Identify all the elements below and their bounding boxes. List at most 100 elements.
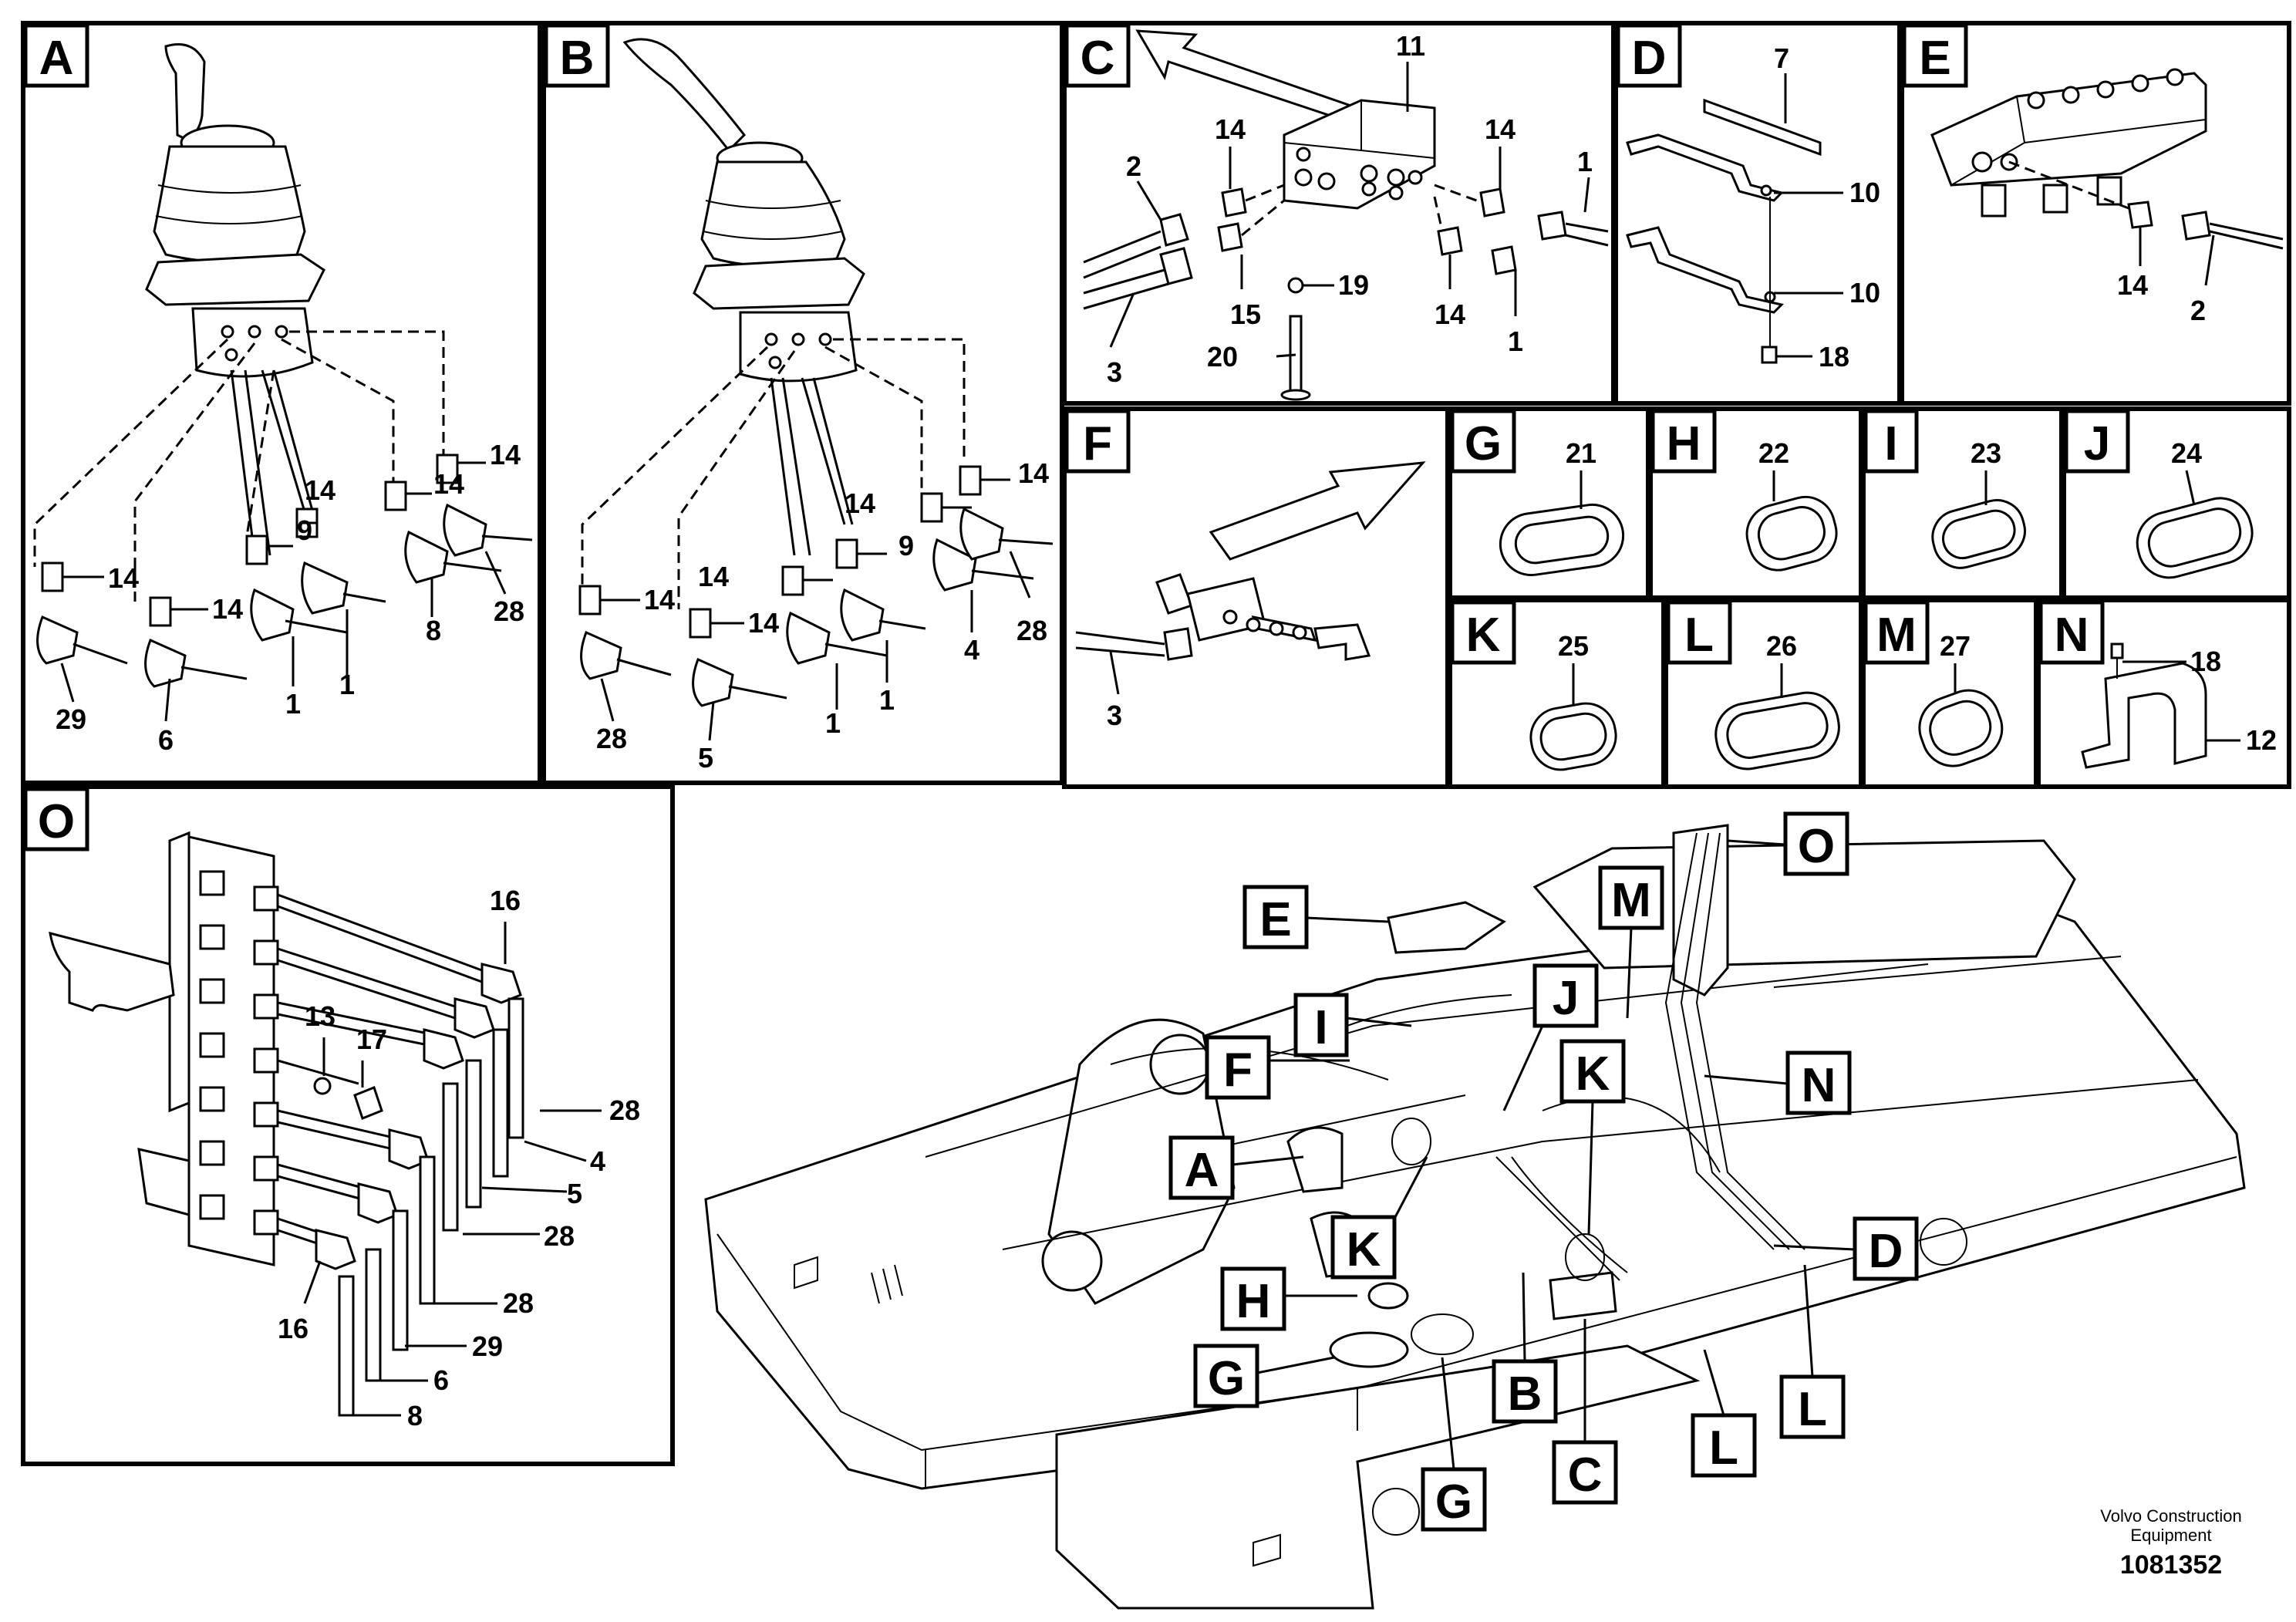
panel-b-drawing bbox=[578, 38, 1054, 707]
svg-text:K: K bbox=[1347, 1223, 1381, 1276]
svg-text:25: 25 bbox=[1558, 630, 1589, 662]
panel-tag-h: H bbox=[1650, 409, 1717, 474]
panel-b-callouts: 14 14 14 14 9 14 28 5 1 1 4 28 bbox=[596, 457, 1049, 774]
svg-text:E: E bbox=[1259, 893, 1291, 946]
svg-text:19: 19 bbox=[1338, 269, 1369, 301]
svg-text:14: 14 bbox=[748, 607, 779, 639]
panel-tag-n: N bbox=[2038, 600, 2105, 665]
overview-label-g2: G bbox=[1421, 1357, 1487, 1532]
overview-label-j: J bbox=[1502, 963, 1599, 1111]
overview-label-i: I bbox=[1293, 993, 1412, 1057]
overview-label-d: D bbox=[1773, 1216, 1919, 1281]
svg-text:B: B bbox=[560, 32, 595, 85]
panel-tag-m: M bbox=[1863, 600, 1930, 665]
svg-text:G: G bbox=[1435, 1475, 1472, 1529]
grommet-g: 21 bbox=[1499, 437, 1625, 577]
svg-text:K: K bbox=[1576, 1047, 1610, 1101]
panel-tag-b: B bbox=[544, 23, 610, 88]
svg-text:L: L bbox=[1798, 1383, 1827, 1436]
svg-text:27: 27 bbox=[1940, 630, 1971, 662]
svg-text:12: 12 bbox=[2246, 724, 2277, 756]
panel-e-callouts: 14 2 bbox=[2117, 228, 2215, 326]
svg-text:29: 29 bbox=[472, 1330, 503, 1362]
svg-text:1: 1 bbox=[879, 684, 895, 716]
panel-a-callouts: 14 14 9 14 14 14 29 6 1 1 8 28 bbox=[56, 439, 524, 756]
panel-f-callouts: 3 bbox=[1107, 651, 1122, 731]
svg-text:1: 1 bbox=[1577, 146, 1593, 177]
grommet-m: 27 bbox=[1918, 630, 2004, 767]
svg-text:20: 20 bbox=[1207, 341, 1238, 373]
panel-tag-i: I bbox=[1863, 409, 1919, 474]
svg-text:1: 1 bbox=[1508, 325, 1523, 357]
svg-text:G: G bbox=[1465, 417, 1502, 470]
svg-text:14: 14 bbox=[845, 487, 875, 519]
svg-text:18: 18 bbox=[2190, 646, 2221, 677]
overview-label-f: F bbox=[1205, 1035, 1350, 1100]
svg-text:24: 24 bbox=[2171, 437, 2202, 469]
overview-label-a: A bbox=[1168, 1135, 1304, 1200]
svg-text:14: 14 bbox=[1435, 298, 1465, 330]
svg-text:D: D bbox=[1869, 1225, 1903, 1278]
overview-label-c: C bbox=[1552, 1319, 1618, 1505]
svg-text:9: 9 bbox=[297, 514, 312, 546]
svg-text:11: 11 bbox=[1396, 30, 1425, 62]
svg-text:18: 18 bbox=[1819, 341, 1849, 373]
svg-text:H: H bbox=[1667, 417, 1701, 470]
panel-d-callouts: 7 10 10 18 bbox=[1774, 42, 1880, 373]
svg-text:10: 10 bbox=[1849, 177, 1880, 208]
panel-o-callouts: 16 13 17 28 4 5 28 28 29 6 8 16 bbox=[278, 885, 640, 1431]
panel-tag-o: O bbox=[23, 787, 89, 851]
overview-label-k1: K bbox=[1330, 1156, 1428, 1280]
svg-text:F: F bbox=[1083, 417, 1112, 470]
svg-text:D: D bbox=[1632, 32, 1667, 85]
svg-text:28: 28 bbox=[544, 1220, 575, 1252]
svg-text:14: 14 bbox=[305, 474, 335, 506]
grommet-l: 26 bbox=[1714, 630, 1840, 771]
svg-text:2: 2 bbox=[1126, 150, 1141, 182]
svg-text:M: M bbox=[1876, 609, 1917, 662]
panel-c-frame bbox=[1062, 21, 1616, 406]
svg-text:M: M bbox=[1611, 874, 1651, 927]
clip-n: 18 12 bbox=[2081, 642, 2277, 769]
svg-text:O: O bbox=[1798, 820, 1835, 873]
panel-a-drawing bbox=[33, 43, 533, 688]
svg-text:14: 14 bbox=[1485, 113, 1515, 145]
panel-tag-d: D bbox=[1616, 23, 1682, 88]
overview-labels: E I F A K H G G B C L L D N K J M O bbox=[1168, 811, 1919, 1532]
svg-text:15: 15 bbox=[1230, 298, 1261, 330]
svg-text:8: 8 bbox=[426, 615, 441, 646]
overview-label-l2: L bbox=[1779, 1264, 1846, 1439]
panel-f-drawing bbox=[1075, 461, 1426, 661]
svg-text:I: I bbox=[1884, 417, 1897, 470]
svg-text:A: A bbox=[39, 32, 74, 85]
overview-label-b: B bbox=[1492, 1272, 1558, 1424]
svg-text:7: 7 bbox=[1774, 42, 1789, 74]
svg-text:10: 10 bbox=[1849, 277, 1880, 309]
overview-label-h: H bbox=[1220, 1266, 1357, 1331]
svg-text:N: N bbox=[1802, 1059, 1836, 1112]
svg-text:1: 1 bbox=[825, 707, 841, 739]
svg-text:C: C bbox=[1081, 32, 1115, 85]
svg-text:28: 28 bbox=[494, 595, 524, 627]
svg-text:13: 13 bbox=[305, 1000, 335, 1032]
svg-text:22: 22 bbox=[1758, 437, 1789, 469]
panel-tag-c: C bbox=[1064, 23, 1131, 88]
svg-text:9: 9 bbox=[899, 530, 914, 561]
svg-text:K: K bbox=[1466, 609, 1501, 662]
svg-text:L: L bbox=[1709, 1421, 1738, 1475]
overview-label-n: N bbox=[1704, 1050, 1852, 1115]
overview-label-o: O bbox=[1727, 811, 1849, 876]
svg-text:6: 6 bbox=[158, 724, 174, 756]
svg-text:14: 14 bbox=[108, 562, 139, 594]
svg-text:28: 28 bbox=[1017, 615, 1047, 646]
svg-text:L: L bbox=[1684, 609, 1714, 662]
svg-text:2: 2 bbox=[2190, 295, 2206, 326]
svg-text:C: C bbox=[1568, 1448, 1603, 1502]
overview-label-g1: G bbox=[1193, 1344, 1335, 1408]
panel-tag-j: J bbox=[2064, 409, 2130, 474]
panel-a-frame bbox=[21, 21, 542, 785]
svg-text:1: 1 bbox=[339, 669, 355, 700]
panel-tag-e: E bbox=[1902, 23, 1968, 88]
overview-label-l1: L bbox=[1691, 1349, 1757, 1478]
svg-text:14: 14 bbox=[2117, 269, 2148, 301]
